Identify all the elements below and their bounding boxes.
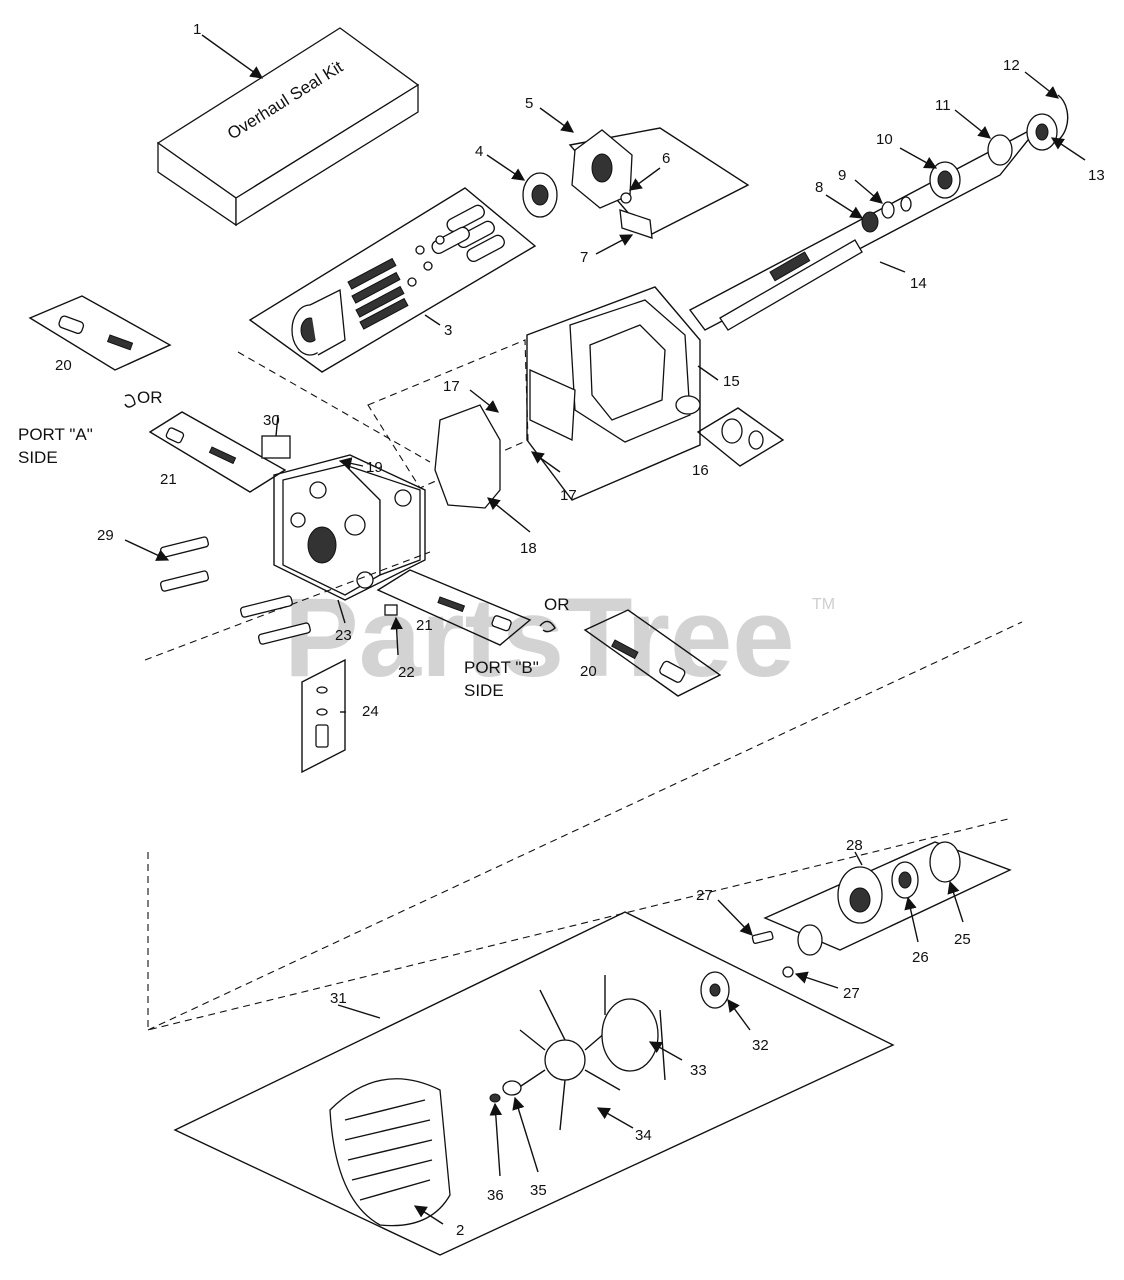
callout-24: 24 [362, 703, 379, 720]
callout-10: 10 [876, 131, 893, 148]
callout-20-bottom: 20 [580, 663, 597, 680]
screw-27 [751, 930, 794, 978]
callout-26: 26 [912, 949, 929, 966]
gasket-18 [434, 404, 501, 509]
callout-35: 35 [530, 1182, 547, 1199]
cover-28 [763, 841, 1012, 951]
callout-11: 11 [935, 97, 951, 114]
callout-29: 29 [97, 527, 114, 544]
clip-or-bottom [539, 620, 556, 633]
or-label-bottom: OR [544, 595, 570, 614]
seal-16 [696, 407, 785, 467]
dowel-17 [529, 368, 576, 442]
callout-21-top: 21 [160, 471, 177, 488]
relief-valve-21-bottom [376, 569, 532, 646]
callout-32: 32 [752, 1037, 769, 1054]
side-labels: OR PORT "A" SIDE OR PORT "B" SIDE [18, 388, 570, 700]
callout-36: 36 [487, 1187, 504, 1204]
nut-36 [489, 1093, 501, 1103]
callout-13: 13 [1088, 167, 1105, 184]
overhaul-seal-kit-box: Overhaul Seal Kit [156, 27, 420, 227]
check-valve-20-bottom [583, 609, 722, 697]
fan-34 [514, 989, 621, 1131]
callout-17-bottom: 17 [560, 487, 577, 504]
check-valve-20-top [28, 295, 172, 371]
callout-28: 28 [846, 837, 863, 854]
bolts-29 [159, 536, 311, 645]
seal-13 [1026, 113, 1058, 151]
port-b-side-label: SIDE [464, 681, 504, 700]
callout-16: 16 [692, 462, 709, 479]
pump-cylinder-group [248, 187, 537, 373]
callout-4: 4 [475, 143, 483, 160]
callout-5: 5 [525, 95, 533, 112]
callout-22: 22 [398, 664, 415, 681]
callout-1: 1 [193, 21, 201, 38]
callout-6: 6 [662, 150, 670, 167]
retaining-ring-11 [987, 134, 1013, 166]
relief-valve-21-top [148, 411, 287, 493]
callout-3: 3 [444, 322, 452, 339]
callout-25: 25 [954, 931, 971, 948]
port-a-side-label: SIDE [18, 448, 58, 467]
callout-27-bottom: 27 [843, 985, 860, 1002]
port-a-label: PORT "A" [18, 425, 93, 444]
callout-30: 30 [263, 412, 280, 429]
plate-30 [261, 435, 291, 459]
center-section-23 [273, 454, 426, 601]
washer-9 [881, 196, 912, 219]
fan-mount-33 [601, 975, 666, 1081]
input-shaft-14 [688, 124, 1041, 331]
clip-or-top [124, 394, 136, 408]
bypass-kit-24 [301, 658, 346, 774]
swashplate-housing-5 [568, 127, 750, 237]
callout-12: 12 [1003, 57, 1020, 74]
callout-21-bottom: 21 [416, 617, 433, 634]
callout-14: 14 [910, 275, 927, 292]
pin-6 [620, 192, 632, 204]
callout-17-top: 17 [443, 378, 460, 395]
bearing-28 [797, 924, 823, 956]
callout-34: 34 [635, 1127, 652, 1144]
callout-15: 15 [723, 373, 740, 390]
callout-numbers: 1 2 3 4 5 6 7 8 9 10 11 12 13 14 15 16 1… [55, 21, 1105, 1239]
callout-8: 8 [815, 179, 823, 196]
callout-18: 18 [520, 540, 537, 557]
callout-20-top: 20 [55, 357, 72, 374]
or-label-top: OR [137, 388, 163, 407]
callout-9: 9 [838, 167, 846, 184]
main-housing-15 [526, 286, 701, 501]
watermark-tm: TM [812, 596, 835, 613]
leader-lines [124, 34, 1086, 1225]
fan-shroud-assembly-31 [173, 911, 895, 1256]
callout-2: 2 [456, 1222, 464, 1239]
hub-26 [891, 861, 919, 899]
watermark: PartsTree [284, 575, 795, 700]
bearing-10 [929, 161, 961, 199]
callout-31: 31 [330, 990, 347, 1007]
fan-shroud-2 [329, 1078, 451, 1227]
callout-19: 19 [366, 459, 383, 476]
callout-7: 7 [580, 249, 588, 266]
seal-4 [522, 172, 558, 218]
spring-8 [861, 211, 879, 233]
spacer-32 [700, 971, 730, 1009]
port-b-label: PORT "B" [464, 658, 539, 677]
ring-25 [929, 841, 961, 883]
block-7 [619, 209, 653, 239]
fitting-22 [384, 604, 398, 616]
callout-23: 23 [335, 627, 352, 644]
washer-35 [502, 1080, 522, 1096]
callout-27-top: 27 [696, 887, 713, 904]
callout-33: 33 [690, 1062, 707, 1079]
